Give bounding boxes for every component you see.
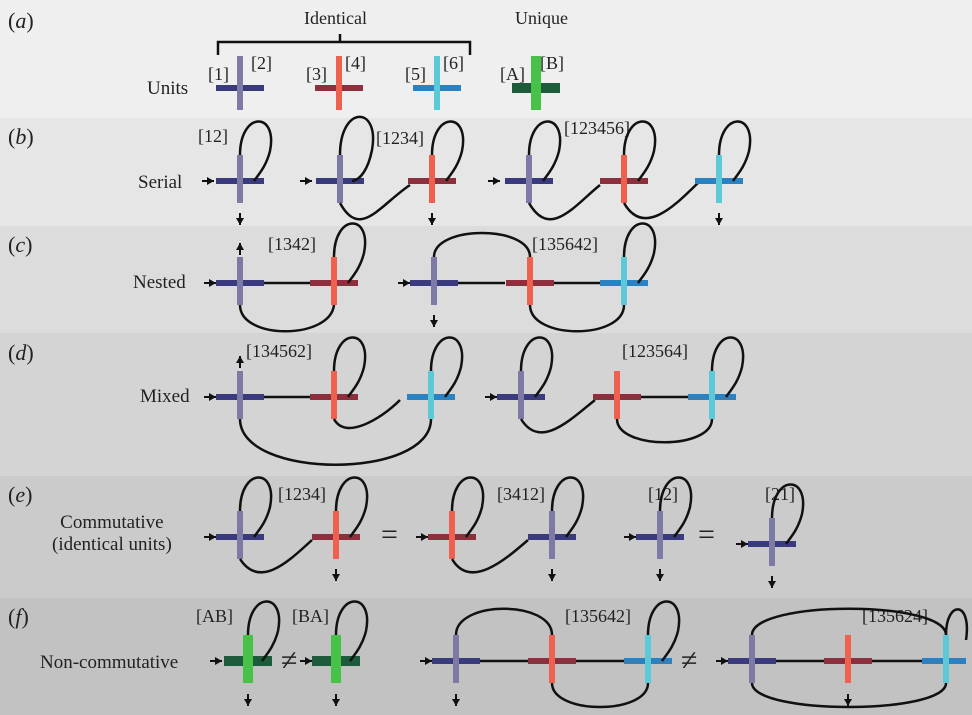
tag-serial-12: [12]: [198, 126, 228, 146]
not-equal-sign-2: ≠: [681, 644, 698, 677]
panel-d: [0, 333, 972, 476]
tag-unit-2: [2]: [251, 53, 272, 73]
tag-unit-5: [5]: [405, 64, 426, 84]
equals-sign-1: =: [381, 518, 398, 551]
not-equal-sign-1: ≠: [281, 644, 298, 677]
panel-a: [0, 0, 972, 118]
panel-label-a: (a): [8, 8, 34, 33]
tag-comm-12: [12]: [648, 484, 678, 504]
tag-comm-3412: [3412]: [497, 484, 545, 504]
tag-noncomm-135642: [135642]: [565, 606, 631, 626]
panel-label-e: (e): [8, 482, 33, 507]
panel-label-f: (f): [8, 604, 29, 629]
equals-sign-2: =: [698, 518, 715, 551]
panel-label-c: (c): [8, 232, 33, 257]
tag-mixed-123564: [123564]: [622, 341, 688, 361]
row-label-mixed: Mixed: [140, 386, 190, 407]
tag-nested-1342: [1342]: [268, 234, 316, 254]
tag-comm-21: [21]: [765, 484, 795, 504]
row-label-commutative-line1: Commutative: [60, 512, 164, 533]
tag-noncomm-135624: [135624]: [862, 606, 928, 626]
panel-b: [0, 118, 972, 226]
tag-unit-1: [1]: [208, 64, 229, 84]
row-label-commutative-line2: (identical units): [52, 534, 172, 555]
tag-unit-4: [4]: [345, 53, 366, 73]
row-label-noncommutative: Non-commutative: [40, 652, 179, 673]
tag-serial-123456: [123456]: [564, 118, 630, 138]
tag-nested-135642: [135642]: [532, 234, 598, 254]
tag-unit-B: [B]: [540, 53, 564, 73]
panel-e: [0, 476, 972, 598]
tag-mixed-134562: [134562]: [246, 341, 312, 361]
tag-serial-1234: [1234]: [376, 128, 424, 148]
tag-comm-1234: [1234]: [278, 484, 326, 504]
tag-noncomm-AB: [AB]: [196, 606, 233, 626]
tag-unit-A: [A]: [500, 64, 525, 84]
panel-label-d: (d): [8, 340, 34, 365]
tag-noncomm-BA: [BA]: [292, 606, 329, 626]
row-label-nested: Nested: [133, 272, 186, 293]
tag-unit-3: [3]: [306, 64, 327, 84]
row-label-serial: Serial: [138, 172, 183, 193]
group-unique-label: Unique: [515, 8, 568, 28]
panel-label-b: (b): [8, 124, 34, 149]
row-label-commutative: Commutative (identical units): [52, 512, 172, 556]
group-identical-label: Identical: [304, 8, 367, 28]
row-label-units: Units: [147, 78, 189, 99]
tag-unit-6: [6]: [443, 53, 464, 73]
